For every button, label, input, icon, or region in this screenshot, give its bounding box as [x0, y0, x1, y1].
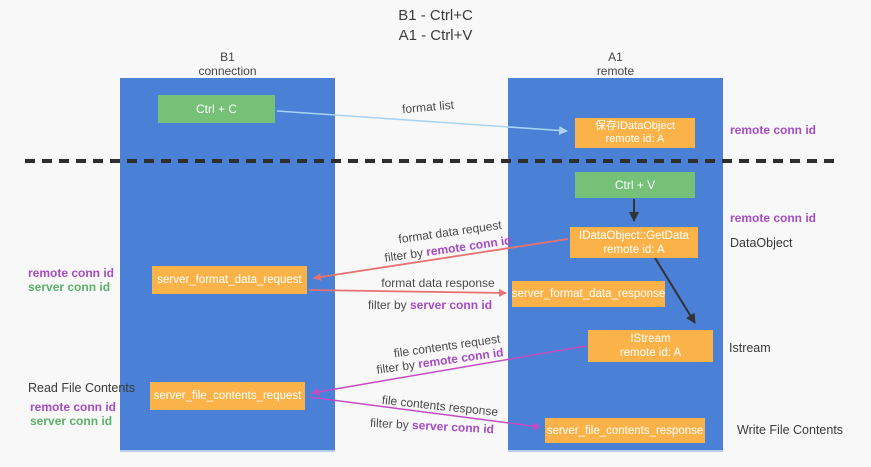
getdata-line1: IDataObject::GetData [579, 229, 689, 242]
annotation-remote-conn-id-mid-right: remote conn id [730, 211, 817, 225]
annotation-dataobject: DataObject [730, 236, 793, 250]
annotation-remote-conn-id-top-right: remote conn id [730, 123, 817, 137]
title-line-1: B1 - Ctrl+C [398, 7, 473, 24]
node-istream: IStream remote id: A [588, 330, 713, 362]
lane-b1-title: B1 [220, 50, 235, 64]
ctrl-v-label: Ctrl + V [614, 178, 656, 192]
store-idataobject-line2: remote id: A [605, 133, 665, 145]
label-filter-by-server-conn-id-2: filter by server conn id [370, 416, 495, 436]
filter-prefix-2: filter by [367, 298, 410, 312]
annotation-server-conn-id-left-1: server conn id [28, 280, 111, 294]
filter-prefix-1: filter by [383, 245, 428, 265]
filter-prefix-4: filter by [369, 415, 413, 432]
annotation-remote-conn-id-left-2: remote conn id [30, 400, 117, 414]
file-request-label: server_file_contents_request [153, 390, 302, 402]
format-data-response-arrow [308, 288, 507, 297]
getdata-line2: remote id: A [603, 243, 665, 256]
annotation-server-conn-id-left-2: server conn id [30, 414, 113, 428]
label-format-data-response: format data response [381, 276, 495, 290]
format-response-label: server_format_data_response [511, 288, 666, 300]
node-ctrl-c: Ctrl + C [158, 95, 275, 123]
node-server-format-data-request: server_format_data_request [152, 266, 307, 294]
istream-line2: remote id: A [619, 347, 682, 359]
diagram-title: B1 - Ctrl+C A1 - Ctrl+V [0, 6, 871, 46]
lane-header-a1: A1 remote [508, 50, 723, 78]
label-format-list: format list [401, 97, 455, 117]
file-response-label: server_file_contents_response [546, 424, 704, 437]
lane-header-b1: B1 connection [120, 50, 335, 78]
label-filter-by-server-conn-id-1: filter by server conn id [368, 298, 492, 312]
istream-line1: IStream [630, 333, 671, 345]
lane-a1-subtitle: remote [596, 64, 635, 78]
node-server-format-data-response: server_format_data_response [512, 281, 665, 307]
lane-a1-title: A1 [608, 50, 623, 64]
title-line-2: A1 - Ctrl+V [398, 27, 473, 44]
filter-value-2: server conn id [409, 298, 493, 312]
filter-value-4: server conn id [411, 417, 495, 437]
node-server-file-contents-response: server_file_contents_response [545, 418, 705, 443]
node-store-idataobject: 保存IDataObject remote id: A [575, 118, 695, 148]
annotation-write-file-contents: Write File Contents [737, 423, 844, 437]
filter-prefix-3: filter by [375, 357, 420, 377]
annotation-istream: Istream [729, 341, 771, 355]
format-request-label: server_format_data_request [157, 274, 302, 286]
annotation-remote-conn-id-left-1: remote conn id [28, 266, 115, 280]
node-ctrl-v: Ctrl + V [575, 172, 695, 198]
ctrl-c-label: Ctrl + C [195, 102, 237, 116]
store-idataobject-line1: 保存IDataObject [594, 120, 676, 132]
node-server-file-contents-request: server_file_contents_request [150, 382, 305, 410]
label-file-contents-response: file contents response [381, 392, 499, 420]
lane-b1-subtitle: connection [198, 64, 257, 78]
annotation-read-file-contents: Read File Contents [28, 381, 136, 395]
node-idataobject-getdata: IDataObject::GetData remote id: A [570, 227, 698, 258]
